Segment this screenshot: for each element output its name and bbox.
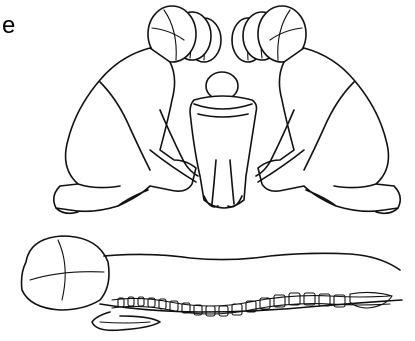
spine-side-view: [22, 236, 403, 330]
patient-top-view: [190, 72, 257, 208]
tucked-arm: [92, 312, 160, 330]
rescuer-body-left: [54, 48, 196, 211]
rescue-scene: [54, 6, 401, 213]
right-rescuer-group: [232, 6, 400, 213]
body-outline: [104, 253, 400, 270]
rescuer-body-right: [258, 48, 400, 211]
patient-torso: [190, 96, 257, 208]
